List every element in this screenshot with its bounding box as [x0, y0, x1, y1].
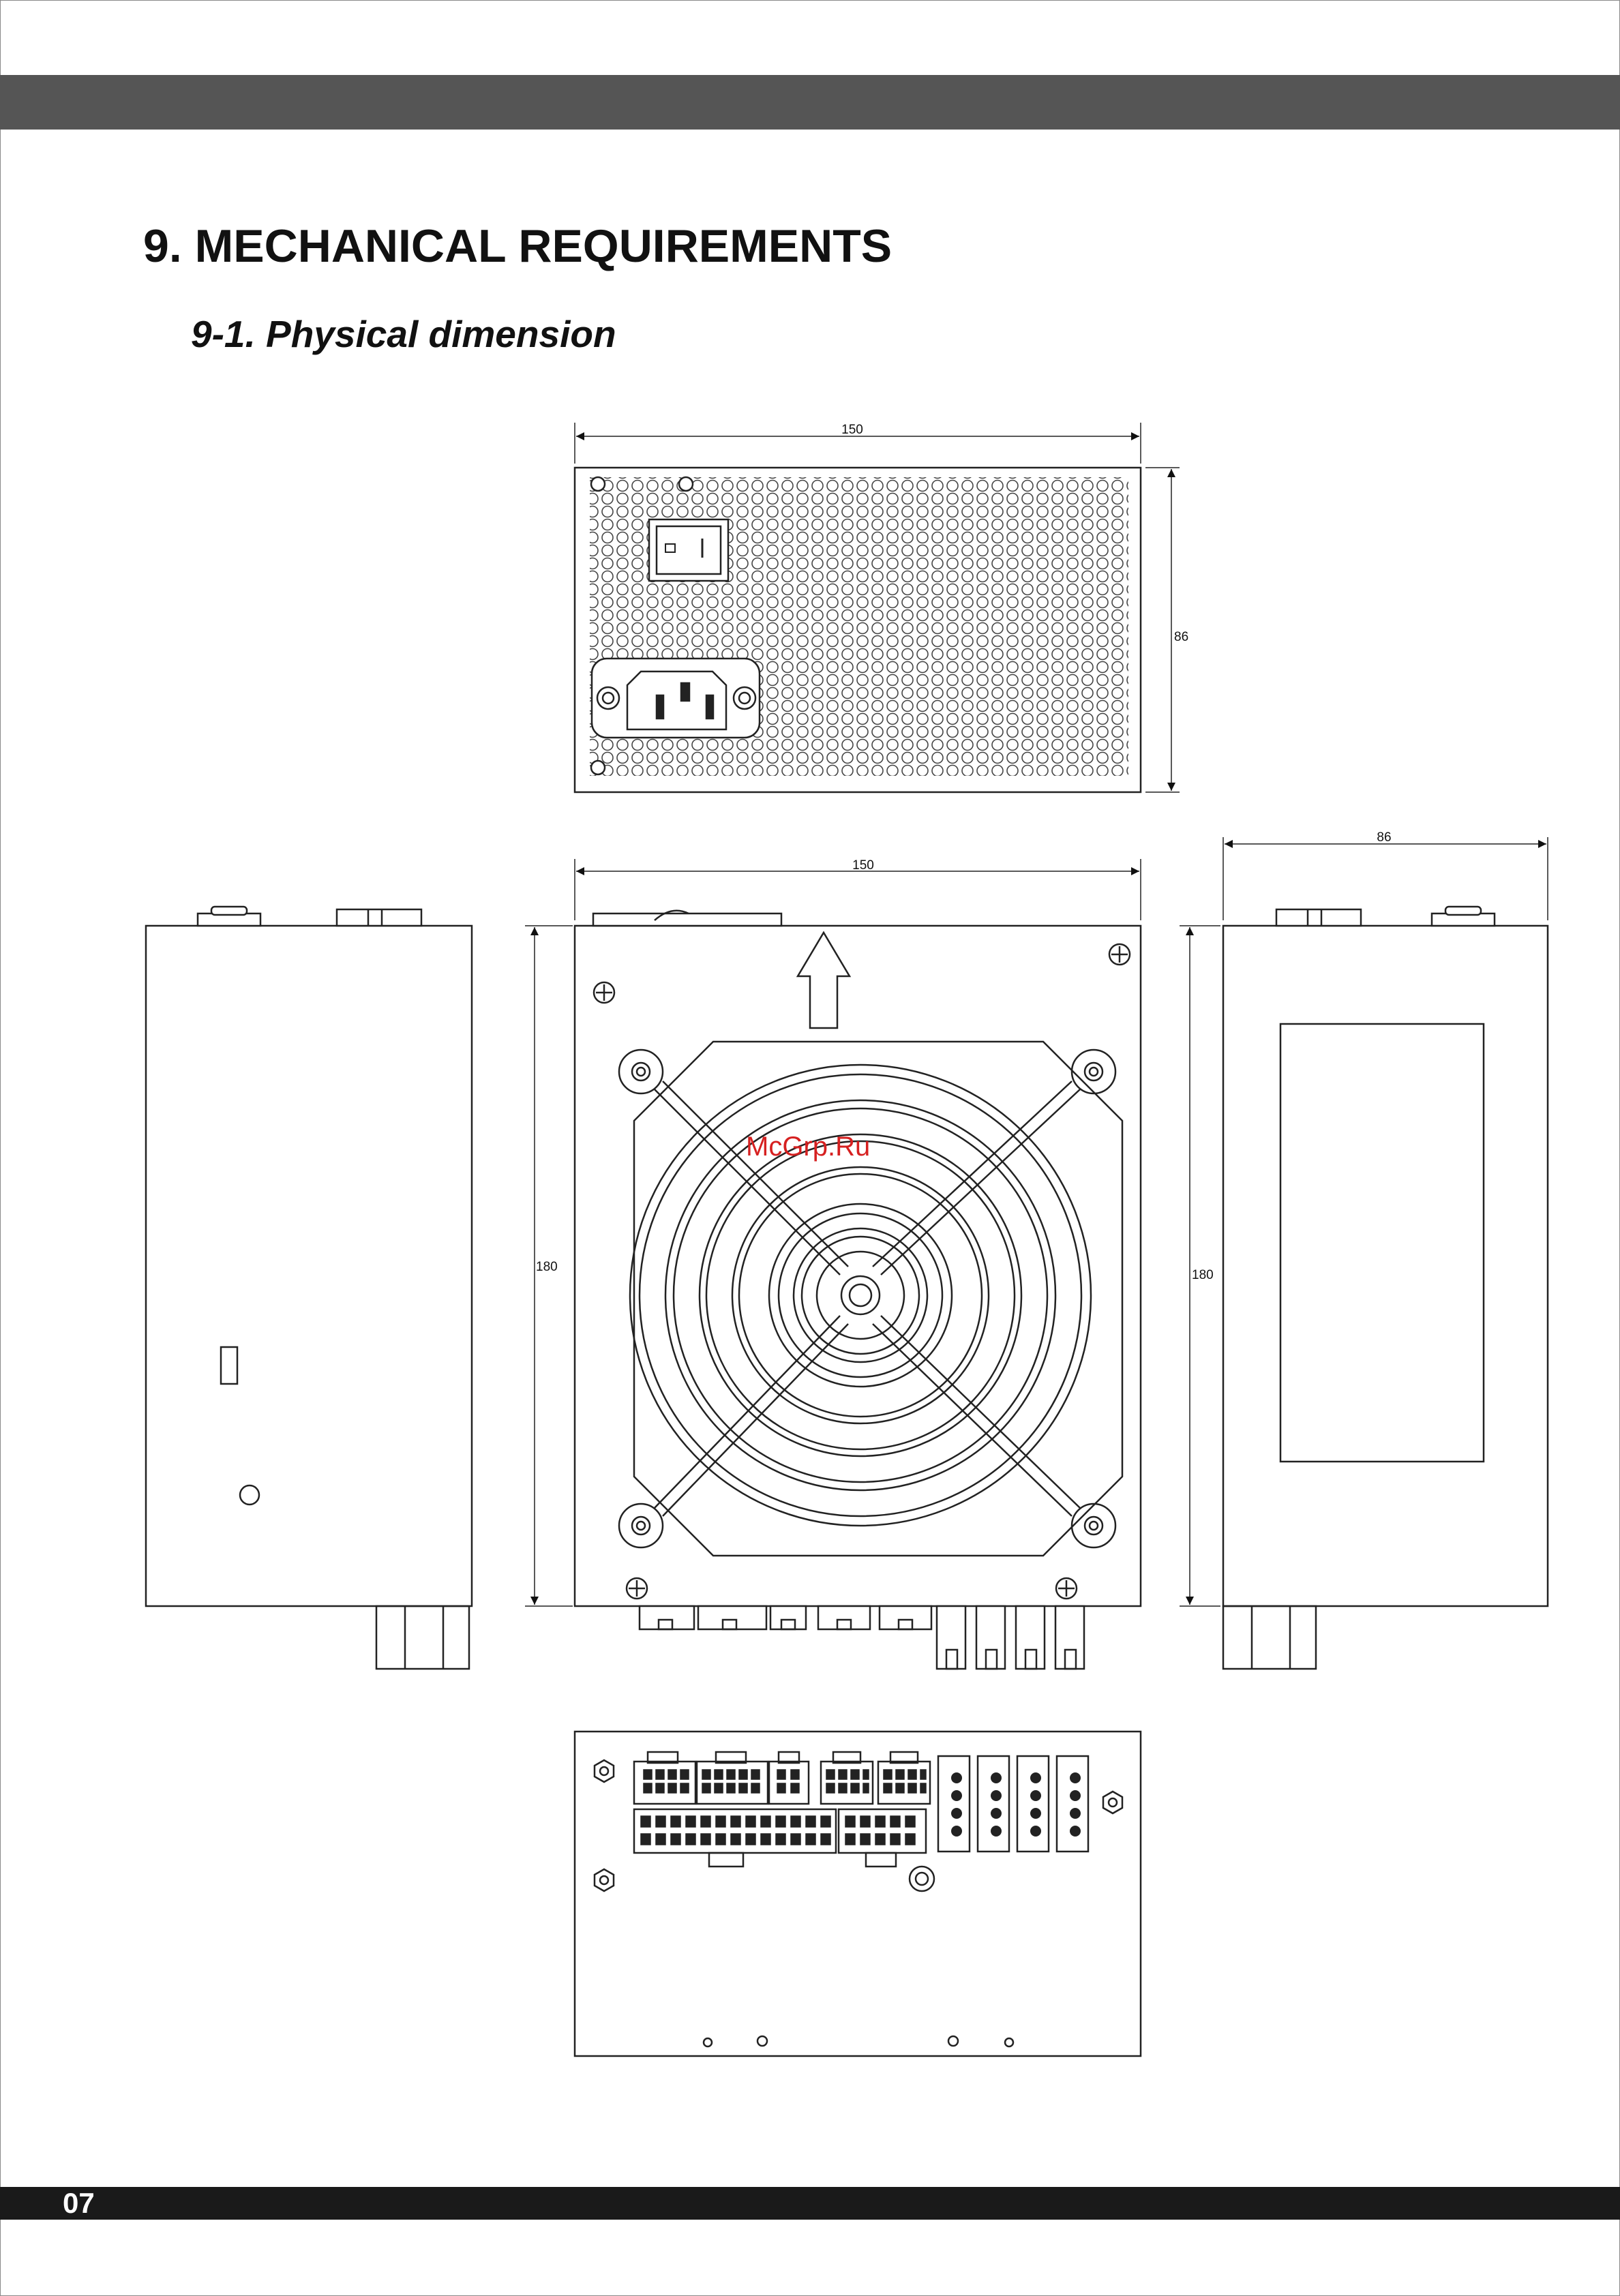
right-side-view: [1180, 837, 1548, 1669]
rear-view: [575, 423, 1180, 792]
watermark: McGrp.Ru: [746, 1132, 870, 1162]
footer-bar: [0, 2187, 1620, 2220]
side-width-dimension: 86: [1377, 830, 1391, 845]
rear-height-dimension: 86: [1174, 630, 1188, 644]
rear-width-dimension: 150: [841, 423, 863, 437]
side-height-dimension: 180: [1192, 1268, 1214, 1282]
fan-width-dimension: 150: [852, 858, 874, 873]
fan-height-dimension: 180: [536, 1260, 558, 1274]
page-number: 07: [63, 2187, 95, 2220]
left-side-view: [146, 907, 472, 1669]
modular-panel-view: [575, 1732, 1141, 2056]
fan-view: [525, 859, 1141, 1669]
